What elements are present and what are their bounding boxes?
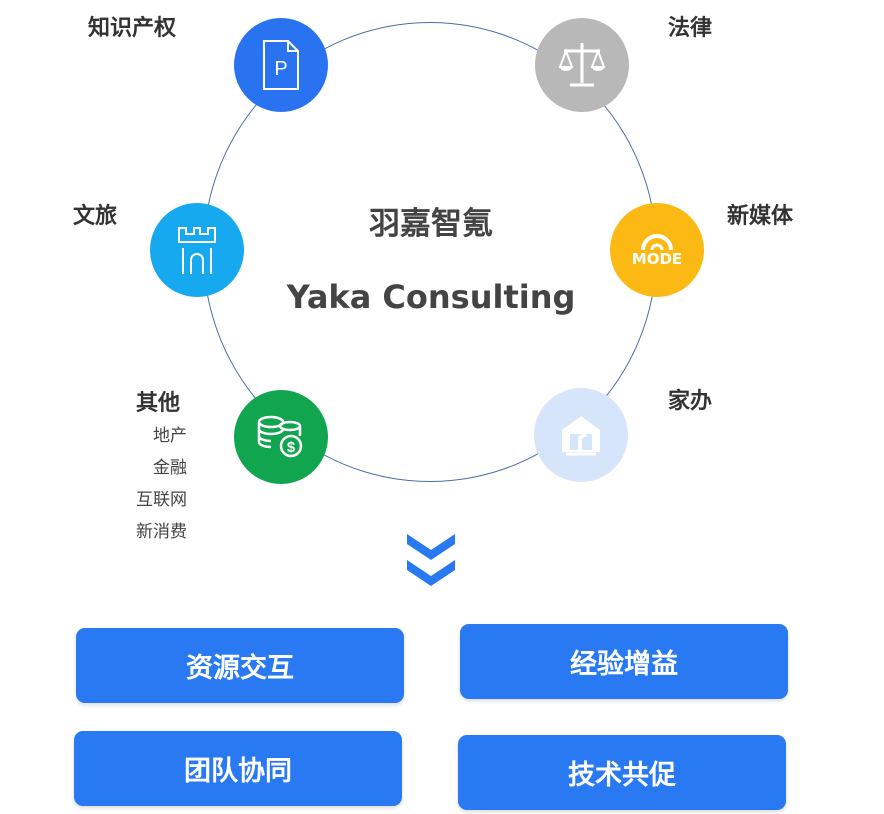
law-node: [535, 18, 629, 112]
tech-promotion-button[interactable]: 技术共促: [458, 735, 786, 810]
double-chevron-down-icon: [407, 534, 455, 586]
sub-item-new-consumer: 新消费: [136, 522, 187, 542]
other-label: 其他: [136, 391, 181, 416]
experience-gain-button[interactable]: 经验增益: [460, 624, 788, 699]
law-label: 法律: [668, 16, 713, 41]
svg-text:P: P: [274, 58, 287, 80]
other-sub-list: 地产 金融 互联网 新消费: [100, 420, 187, 548]
travel-label: 文旅: [73, 204, 118, 229]
house-tree-icon: [562, 416, 600, 456]
signal-arc-icon: [641, 234, 673, 250]
sub-item-finance: 金融: [153, 458, 187, 478]
travel-node: [150, 203, 244, 297]
scales-of-justice-icon: [558, 43, 606, 87]
media-label: 新媒体: [727, 204, 794, 229]
svg-text:$: $: [287, 439, 296, 456]
castle-icon: [178, 227, 216, 274]
family-office-label: 家办: [668, 389, 713, 414]
resource-exchange-button[interactable]: 资源交互: [76, 628, 404, 703]
team-collaboration-button[interactable]: 团队协同: [74, 731, 402, 806]
ip-label: 知识产权: [88, 16, 177, 41]
sub-item-internet: 互联网: [136, 490, 187, 510]
other-node: $: [234, 390, 328, 484]
brand-name-cn: 羽嘉智氪: [369, 206, 493, 242]
mode-logo-text: MODE: [631, 250, 683, 268]
coins-dollar-icon: $: [257, 415, 303, 458]
media-node: MODE: [610, 203, 704, 297]
ip-node: P: [234, 18, 328, 112]
patent-document-icon: P: [263, 40, 299, 90]
family-office-node: [534, 388, 628, 482]
brand-name-en: Yaka Consulting: [286, 278, 576, 316]
sub-item-real-estate: 地产: [153, 426, 187, 446]
